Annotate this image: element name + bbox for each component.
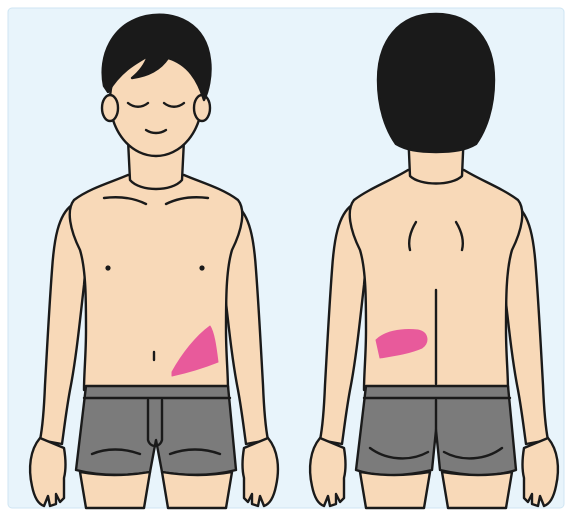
- front-left-leg: [162, 472, 232, 508]
- back-hair: [378, 14, 494, 152]
- back-right-hand: [523, 438, 558, 506]
- back-left-leg: [360, 472, 430, 508]
- front-left-ear: [194, 95, 210, 121]
- back-right-leg: [442, 472, 512, 508]
- front-right-nipple: [105, 265, 110, 270]
- front-right-ear: [102, 95, 118, 121]
- front-left-hand: [243, 438, 278, 506]
- front-right-leg: [80, 472, 150, 508]
- back-left-hand: [310, 438, 345, 506]
- front-right-hand: [30, 438, 65, 506]
- front-left-nipple: [199, 265, 204, 270]
